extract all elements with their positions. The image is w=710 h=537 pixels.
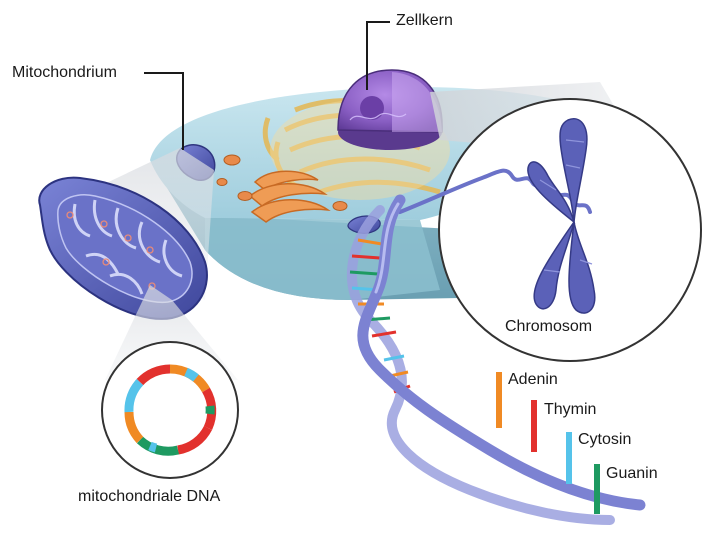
label-cytosin: Cytosin (578, 431, 632, 448)
guanin-bar (594, 464, 600, 514)
vesicles (216, 154, 348, 211)
chromosome-bands (539, 139, 593, 273)
mitochondrium-leader (144, 72, 184, 150)
cell-cut-face (205, 218, 440, 300)
chromatin (349, 112, 407, 121)
mitochondrial-dna-dots (66, 211, 156, 290)
cristae (72, 199, 183, 295)
label-mito-dna: mitochondriale DNA (78, 488, 221, 505)
golgi-apparatus (248, 170, 331, 223)
zellkern-leader (366, 21, 390, 90)
nucleus (337, 69, 443, 150)
chromosome-circle (398, 98, 702, 362)
mtdna-circle (101, 341, 239, 479)
helix-strand-front (357, 194, 646, 511)
mitochondrion-inner (57, 194, 193, 303)
label-mitochondrium: Mitochondrium (12, 64, 117, 81)
label-adenin: Adenin (508, 371, 558, 388)
helix-highlight (374, 202, 400, 294)
nucleolus (360, 96, 384, 120)
enlarged-mitochondrion (38, 176, 208, 320)
base-legend (496, 372, 600, 514)
thymin-bar (531, 400, 537, 452)
label-chromosom: Chromosom (505, 318, 593, 335)
label-thymin: Thymin (544, 401, 597, 418)
adenin-bar (496, 372, 502, 428)
nucleus-cutaway (392, 72, 442, 132)
label-zellkern: Zellkern (396, 12, 453, 29)
mtdna-ring (124, 364, 217, 456)
label-guanin: Guanin (606, 465, 658, 482)
cytosin-bar (566, 432, 572, 484)
chromosome (527, 118, 596, 314)
mtdna-circle-frame (101, 341, 239, 479)
dna-helix (346, 194, 646, 525)
